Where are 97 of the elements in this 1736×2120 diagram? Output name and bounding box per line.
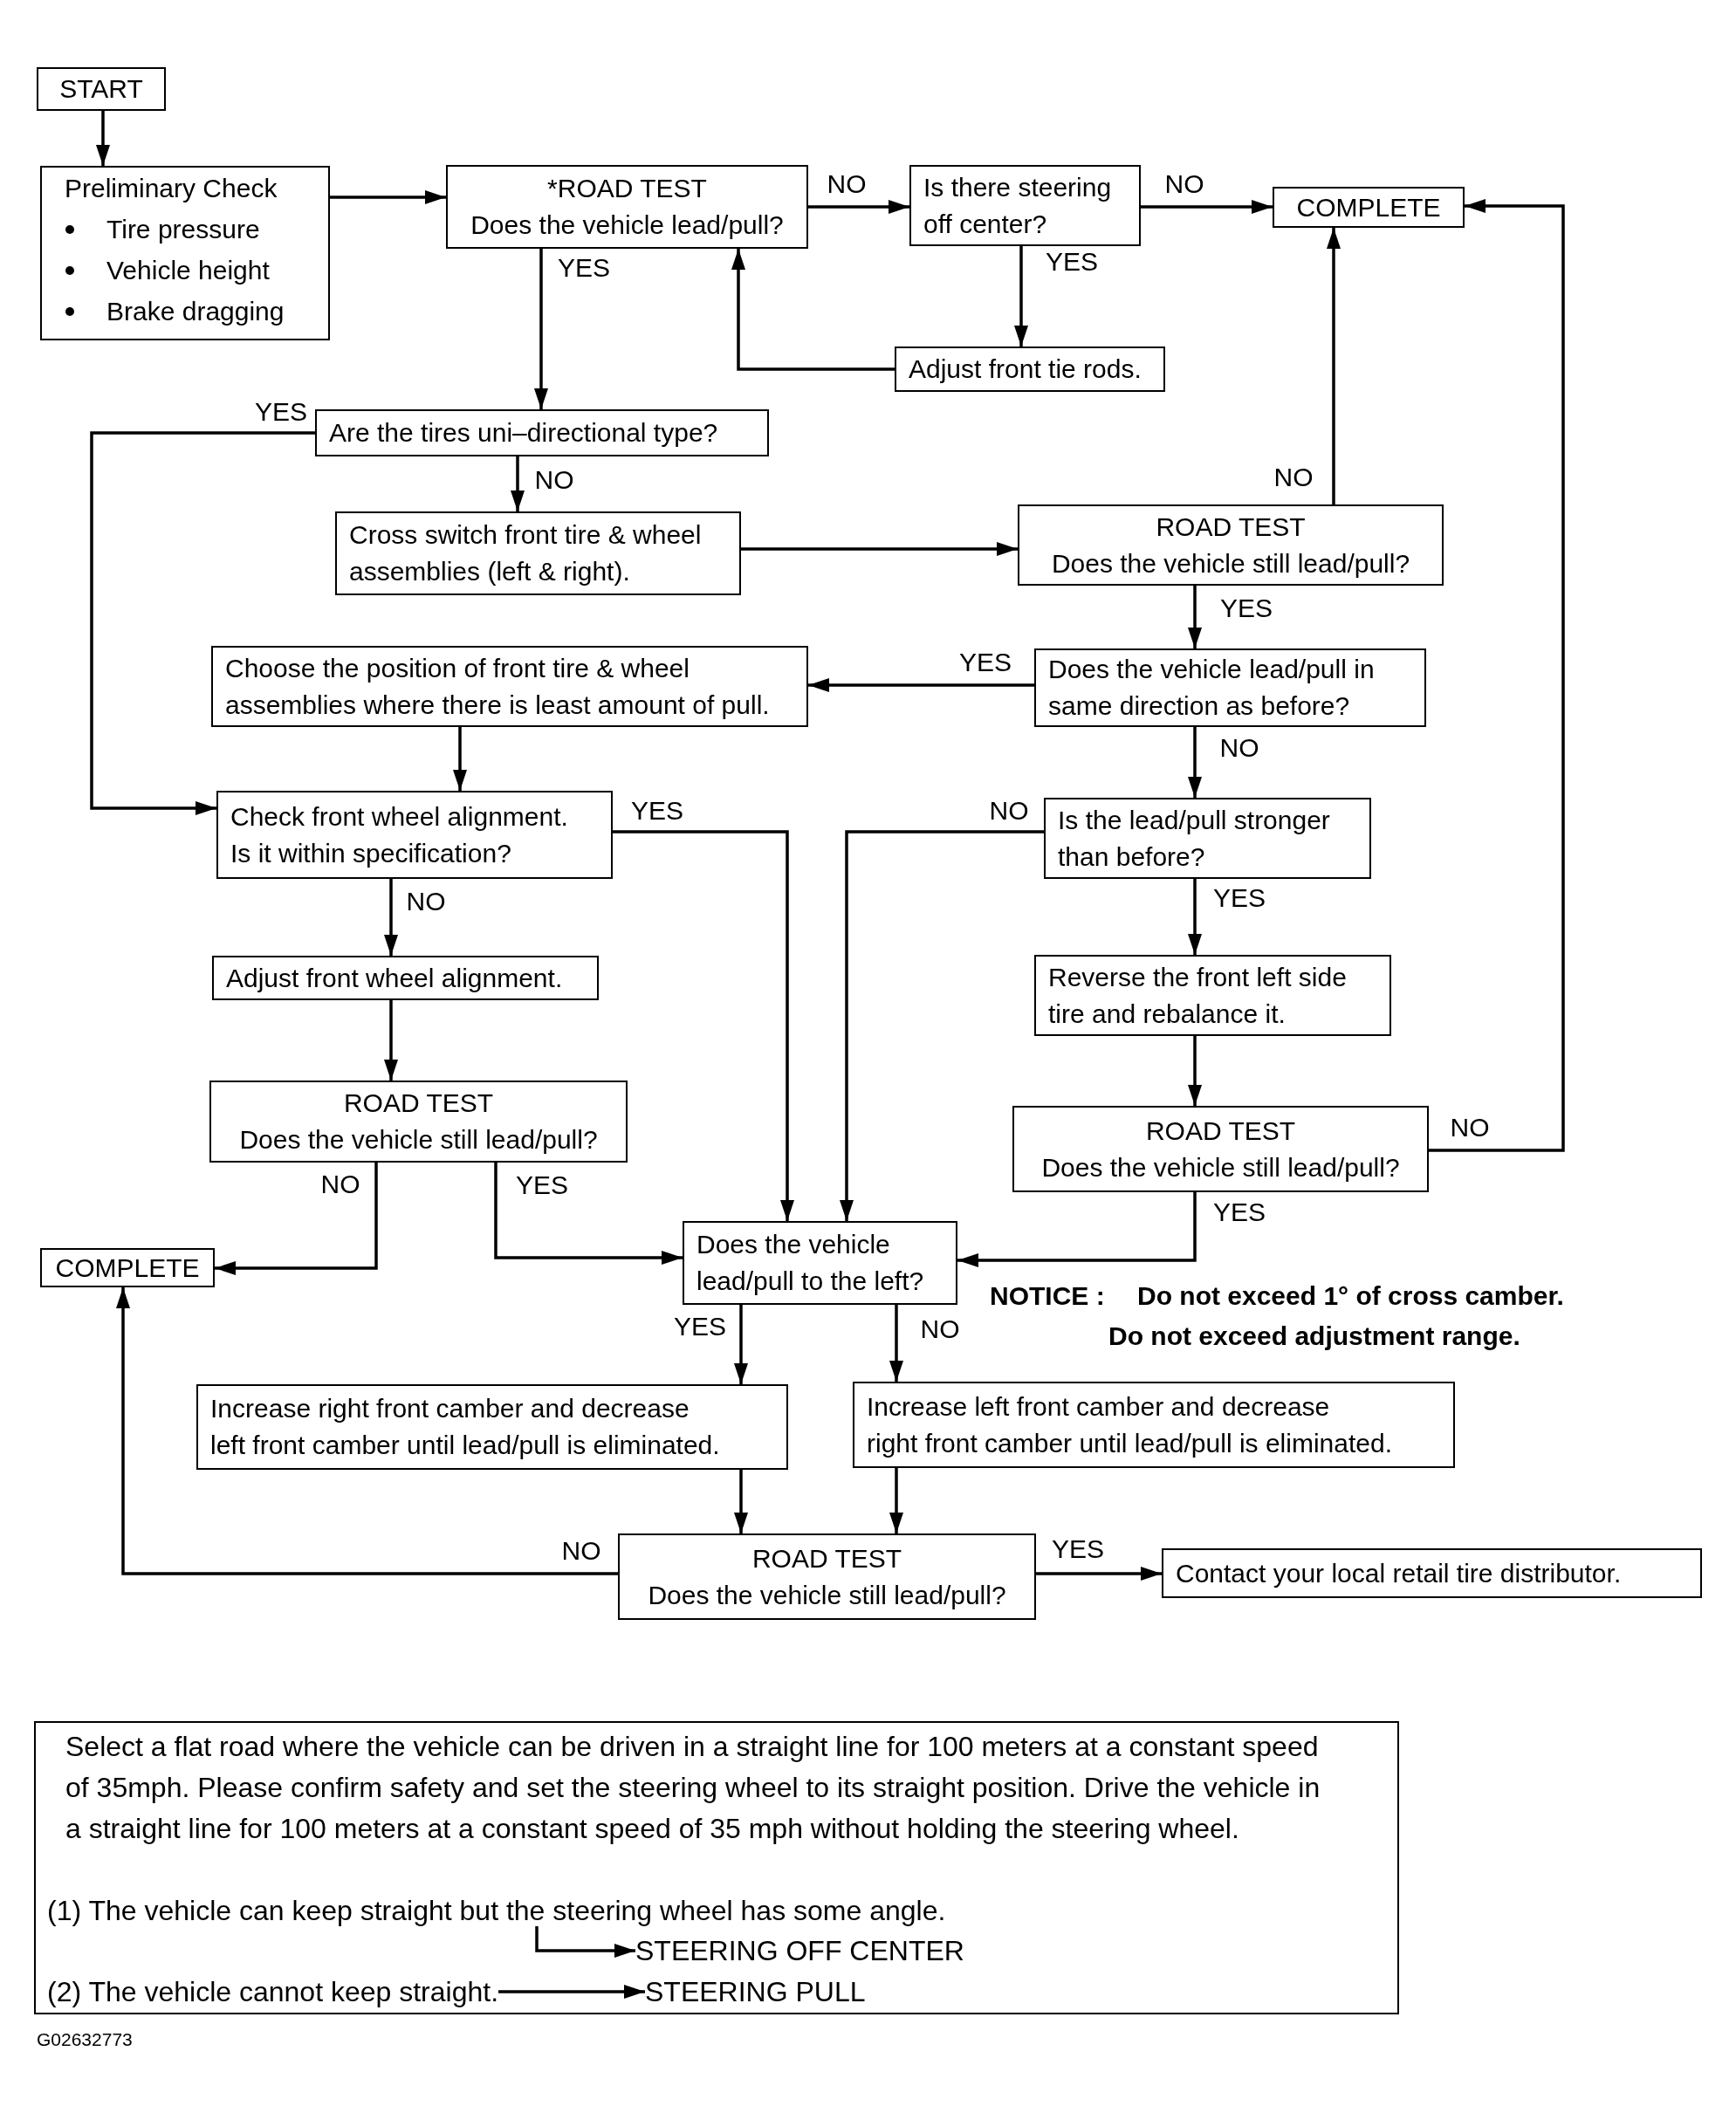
arrow — [494, 1163, 683, 1265]
arrow — [535, 1926, 635, 1958]
result-label: STEERING OFF CENTER — [635, 1935, 964, 1966]
arrow — [384, 879, 398, 956]
process-box — [1034, 955, 1391, 1036]
arrow — [330, 190, 446, 204]
arrow — [1188, 586, 1202, 648]
arrow — [453, 727, 467, 791]
checklist-item: Brake dragging — [106, 296, 285, 327]
arrow — [1036, 1567, 1162, 1581]
step-text: Contact your local retail tire distributor. — [1176, 1557, 1622, 1589]
start-box — [37, 67, 166, 111]
note-box — [34, 1721, 1399, 2014]
step-text: Increase left front camber and decrease right front camber until lead/pull is eliminated. — [867, 1390, 1392, 1459]
arrow — [1014, 246, 1028, 346]
arrow — [889, 1305, 903, 1382]
decision-box — [1018, 504, 1444, 586]
test-heading: ROAD TEST — [1145, 1115, 1296, 1147]
arrow — [741, 542, 1018, 556]
condition-text: (1) The vehicle can keep straight but the steering wheel has some angle. — [47, 1895, 946, 1926]
notice-label: NOTICE : — [990, 1280, 1105, 1312]
question-text: Does the vehicle lead/pull in same direction as before? — [1048, 654, 1375, 722]
decision-box — [446, 165, 808, 249]
end-label: COMPLETE — [1296, 191, 1441, 223]
decision-box — [216, 791, 613, 879]
arrow — [1188, 727, 1202, 798]
notice-text: Do not exceed adjustment range. — [1108, 1321, 1520, 1352]
decision-box — [1034, 648, 1426, 727]
arrow — [1188, 879, 1202, 955]
arrow — [1429, 199, 1565, 1152]
arrow — [384, 1000, 398, 1081]
question-text: Does the vehicle lead/pull? — [470, 209, 784, 241]
arrow — [808, 678, 1034, 692]
arrow — [1188, 1036, 1202, 1106]
step-text: Increase right front camber and decrease left front camber until lead/pull is eliminated. — [210, 1393, 720, 1461]
step-text: Choose the position of front tire & wheel assemblies where there is least amount of pull. — [225, 652, 770, 721]
arrow — [1327, 228, 1341, 504]
step-text: Cross switch front tire & wheel assemblies (left & right). — [349, 519, 702, 587]
end-box — [1273, 187, 1465, 228]
decision-box — [209, 1081, 628, 1163]
arrow — [731, 249, 895, 371]
end-label: COMPLETE — [55, 1252, 200, 1284]
question-text: Does the vehicle still lead/pull? — [1041, 1151, 1400, 1183]
checklist-item: Vehicle height — [106, 255, 270, 286]
question-text: Does the vehicle still lead/pull? — [648, 1579, 1006, 1611]
arrow — [511, 456, 525, 511]
arrow — [116, 1287, 618, 1575]
arrow — [96, 111, 110, 166]
question-text: Is the lead/pull stronger than before? — [1058, 804, 1330, 873]
decision-box — [1044, 798, 1371, 879]
arrow — [215, 1163, 378, 1275]
question-text: Does the vehicle still lead/pull? — [1051, 547, 1410, 580]
arrow — [498, 1985, 645, 1999]
process-box — [335, 511, 741, 595]
result-label: STEERING PULL — [645, 1976, 866, 2007]
question-text: Does the vehicle still lead/pull? — [239, 1124, 598, 1156]
process-box — [196, 1384, 788, 1470]
process-box — [895, 346, 1165, 392]
decision-box — [1012, 1106, 1429, 1192]
decision-box — [315, 409, 769, 456]
question-text: Is there steering off center? — [923, 171, 1112, 240]
question-text: Are the tires uni–directional type? — [329, 417, 718, 449]
end-box — [40, 1248, 215, 1287]
step-text: Adjust front wheel alignment. — [226, 962, 563, 994]
process-box — [212, 956, 599, 1000]
decision-box — [683, 1221, 957, 1305]
decision-box — [909, 165, 1141, 246]
checklist-heading: Preliminary Check — [65, 173, 278, 204]
test-heading: ROAD TEST — [343, 1087, 494, 1119]
test-heading: ROAD TEST — [1156, 511, 1306, 543]
figure-id: G02632773 — [37, 2028, 133, 2050]
process-box — [853, 1382, 1455, 1468]
question-text: Does the vehicle lead/pull to the left? — [696, 1229, 924, 1297]
step-text: Reverse the front left side tire and rebalance it. — [1048, 961, 1347, 1030]
step-text: Adjust front tie rods. — [909, 353, 1142, 385]
test-heading: *ROAD TEST — [547, 173, 707, 204]
arrow — [734, 1305, 748, 1384]
decision-box — [618, 1533, 1036, 1620]
arrow — [534, 249, 548, 409]
arrow — [734, 1470, 748, 1533]
arrow — [808, 200, 909, 214]
notice-text: Do not exceed 1° of cross camber. — [1137, 1280, 1564, 1312]
note-text: Select a flat road where the vehicle can be driven in a straight line for 100 meters at a constant speed of 35mph. Please confirm safety and set the steering wheel to its straight position. Drive the vehicle in a straight line for 100 meters at a constant speed of 35 mph without holding the steering wheel. — [65, 1730, 1321, 1846]
arrow — [613, 830, 794, 1221]
process-box — [1162, 1548, 1702, 1598]
arrow — [90, 431, 315, 815]
question-text: Check front wheel alignment. Is it within specification? — [230, 800, 568, 869]
start-label: START — [59, 73, 143, 105]
process-box — [211, 646, 808, 727]
arrow — [1141, 200, 1273, 214]
arrow — [840, 830, 1044, 1221]
checklist-box — [40, 166, 330, 340]
arrow — [889, 1468, 903, 1533]
test-heading: ROAD TEST — [751, 1542, 902, 1575]
arrow — [957, 1192, 1197, 1267]
checklist-item: Tire pressure — [106, 214, 260, 245]
condition-text: (2) The vehicle cannot keep straight. — [47, 1976, 499, 2007]
